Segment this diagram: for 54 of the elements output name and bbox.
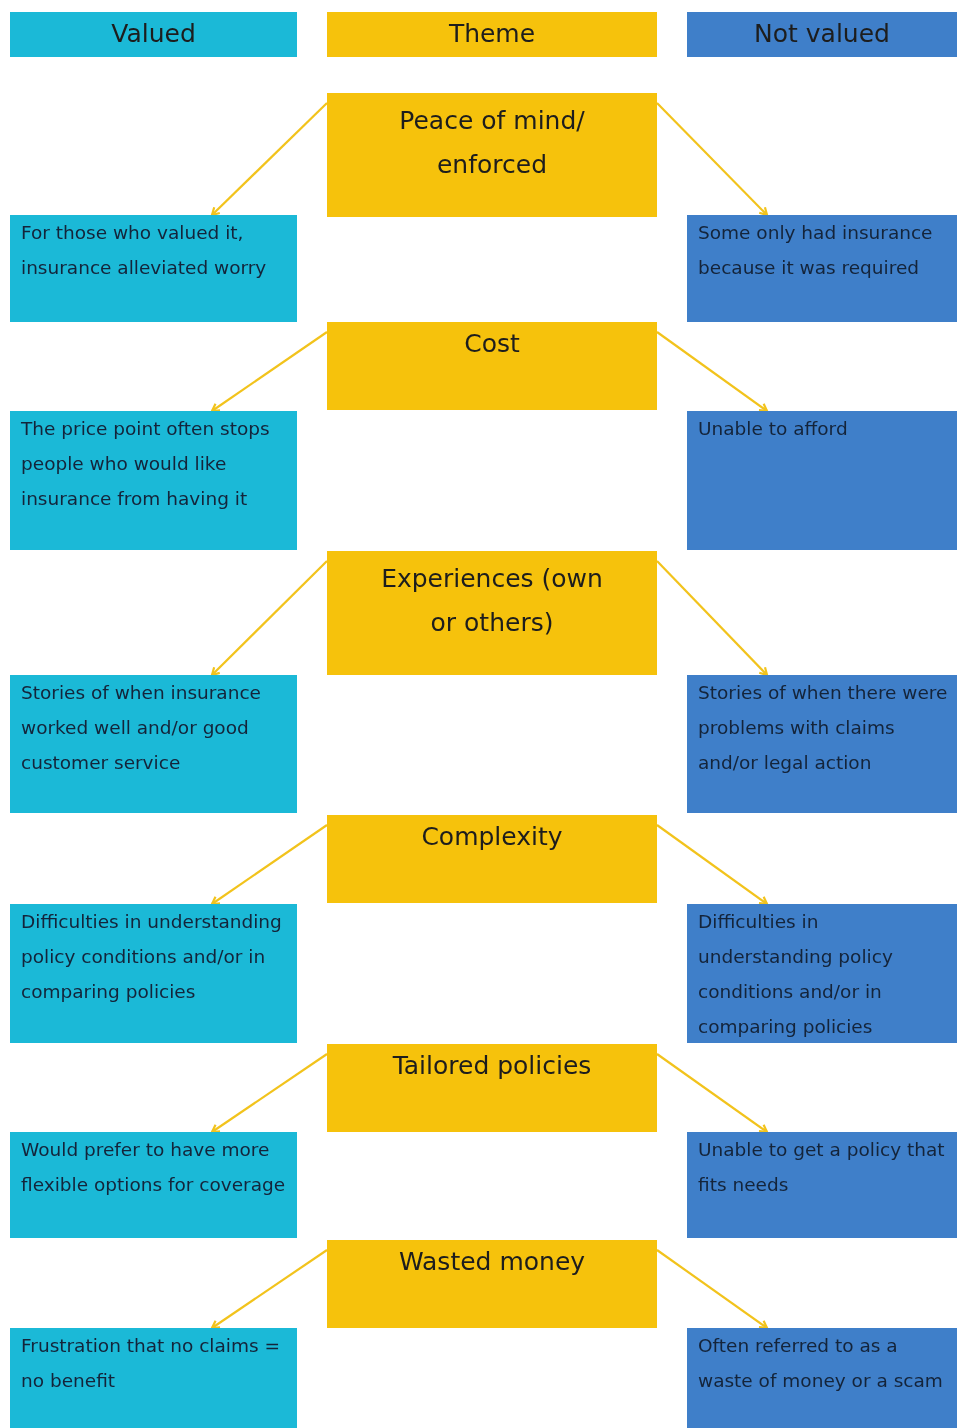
arrow bbox=[210, 560, 328, 677]
arrow bbox=[210, 1249, 328, 1330]
theme-title: Complexity bbox=[420, 821, 564, 853]
finding-box bbox=[687, 1132, 957, 1238]
arrow bbox=[210, 331, 328, 413]
finding-text: Often referred to as a waste of money or a scam bbox=[698, 1334, 944, 1393]
header-text: Theme bbox=[447, 18, 537, 50]
finding-text: Some only had insurance because it was required bbox=[698, 221, 934, 280]
finding-text: Frustration that no claims = no benefit bbox=[21, 1334, 281, 1393]
header-text: Valued bbox=[110, 18, 197, 50]
finding-box bbox=[10, 411, 297, 550]
arrow bbox=[656, 102, 769, 217]
theme-box bbox=[327, 551, 657, 675]
finding-text: Unable to afford bbox=[698, 417, 849, 441]
column-header bbox=[10, 12, 297, 57]
arrow bbox=[656, 824, 769, 906]
finding-box bbox=[10, 904, 297, 1043]
theme-title: Cost bbox=[463, 328, 521, 360]
arrow bbox=[210, 1053, 328, 1134]
finding-box bbox=[687, 675, 957, 813]
arrow bbox=[656, 331, 769, 413]
theme-box bbox=[327, 1240, 657, 1328]
finding-text: Would prefer to have more flexible options for coverage bbox=[21, 1138, 287, 1197]
column-header bbox=[327, 12, 657, 57]
finding-box bbox=[10, 1328, 297, 1428]
arrow bbox=[210, 102, 328, 217]
finding-text: Difficulties in understanding policy conditions and/or in comparing policies bbox=[698, 910, 894, 1039]
arrow bbox=[656, 560, 769, 677]
theme-title: Experiences (own or others) bbox=[380, 563, 604, 639]
finding-text: The price point often stops people who would like insurance from having it bbox=[21, 417, 271, 511]
column-header bbox=[687, 12, 957, 57]
finding-text: Stories of when insurance worked well and/or good customer service bbox=[21, 681, 262, 775]
finding-text: Unable to get a policy that fits needs bbox=[698, 1138, 946, 1197]
theme-box bbox=[327, 1044, 657, 1132]
finding-box bbox=[687, 411, 957, 550]
finding-text: Stories of when there were problems with claims and/or legal action bbox=[698, 681, 949, 775]
header-text: Not valued bbox=[753, 18, 891, 50]
arrow bbox=[656, 1249, 769, 1330]
finding-box bbox=[687, 215, 957, 322]
finding-box bbox=[10, 1132, 297, 1238]
finding-box bbox=[10, 675, 297, 813]
finding-box bbox=[10, 215, 297, 322]
finding-text: Difficulties in understanding policy conditions and/or in comparing policies bbox=[21, 910, 283, 1004]
finding-text: For those who valued it, insurance alleviated worry bbox=[21, 221, 268, 280]
finding-box bbox=[687, 904, 957, 1043]
theme-title: Tailored policies bbox=[391, 1050, 593, 1082]
theme-title: Peace of mind/ enforced bbox=[398, 105, 586, 181]
theme-box bbox=[327, 322, 657, 410]
arrow bbox=[210, 824, 328, 906]
theme-box bbox=[327, 815, 657, 903]
finding-box bbox=[687, 1328, 957, 1428]
arrow bbox=[656, 1053, 769, 1134]
theme-box bbox=[327, 93, 657, 217]
theme-title: Wasted money bbox=[397, 1246, 587, 1278]
